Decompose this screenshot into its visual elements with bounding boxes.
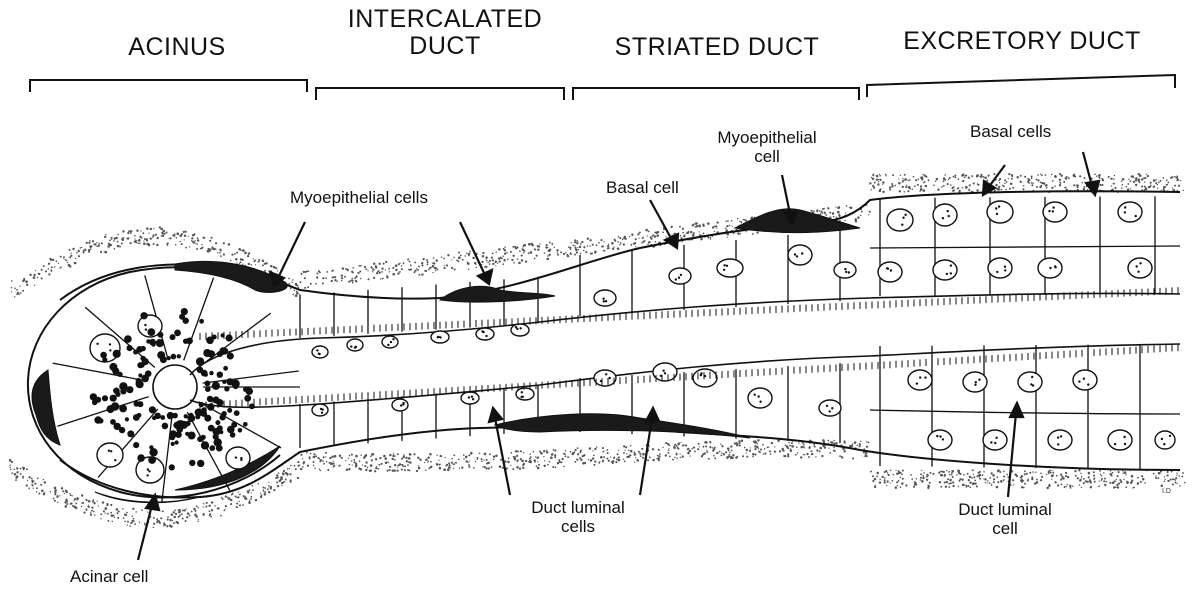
artist-mark: I.D xyxy=(1162,488,1171,495)
section-brackets xyxy=(30,75,1175,100)
heading-intercalated-duct: INTERCALATED DUCT xyxy=(340,6,550,60)
heading-striated-duct: STRIATED DUCT xyxy=(597,34,837,61)
bracket-excretory xyxy=(867,75,1175,97)
bracket-striated xyxy=(573,88,859,100)
label-myoepithelial-cell: Myoepithelial cell xyxy=(711,128,823,166)
label-duct-luminal-cell: Duct luminal cell xyxy=(940,500,1070,538)
bracket-acinus xyxy=(30,80,307,92)
label-acinar-cell: Acinar cell xyxy=(70,567,148,586)
label-basal-cell: Basal cell xyxy=(606,178,679,197)
cell-nuclei xyxy=(90,201,1175,483)
heading-acinus: ACINUS xyxy=(112,34,242,61)
label-duct-luminal-cells: Duct luminal cells xyxy=(513,498,643,536)
bracket-intercalated xyxy=(316,88,564,100)
label-basal-cells: Basal cells xyxy=(970,122,1051,141)
label-myoepithelial-cells: Myoepithelial cells xyxy=(290,188,428,207)
heading-excretory-duct: EXCRETORY DUCT xyxy=(892,28,1152,55)
